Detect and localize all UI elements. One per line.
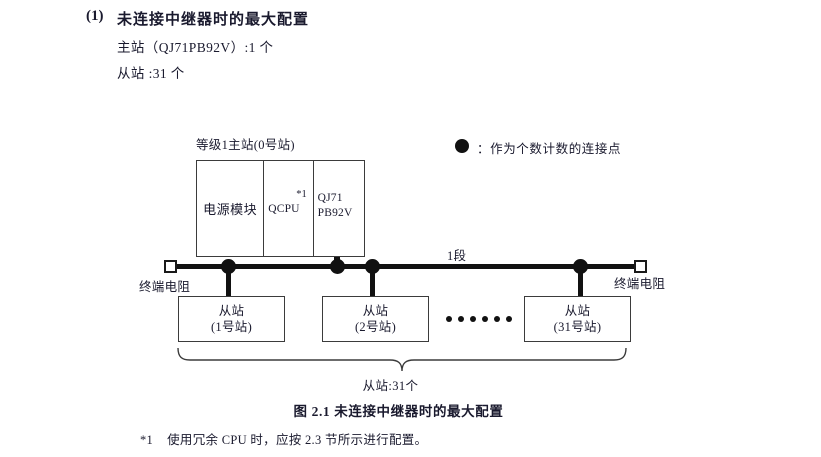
connection-node [221,259,236,274]
network-module-cell: QJ71 PB92V [314,161,364,256]
power-module-cell: 电源模块 [197,161,265,256]
cpu-footnote-mark: *1 [296,189,307,200]
ellipsis-dots-icon [446,316,512,322]
connection-node [365,259,380,274]
slave-range-brace [174,347,630,377]
slave-drop-line [226,268,231,297]
network-module-label: QJ71 PB92V [318,191,353,221]
slave-station-box: 从站 (2号站) [322,296,429,342]
terminator-right-label: 终端电阻 [614,277,666,291]
footnote: *1 使用冗余 CPU 时，应按 2.3 节所示进行配置。 [140,429,427,448]
slave-station-box: 从站 (1号站) [178,296,285,342]
master-station-rack: 电源模块 *1 QCPU QJ71 PB92V [196,160,365,257]
network-module-label-line1: QJ71 [317,192,343,204]
footnote-text: 使用冗余 CPU 时，应按 2.3 节所示进行配置。 [167,433,428,447]
terminator-left-label: 终端电阻 [139,280,191,294]
page-title: 未连接中继器时的最大配置 [117,12,310,28]
heading-number: (1) [86,8,104,24]
slave-range-label: 从站:31个 [0,375,821,394]
slave-station-number: (1号站) [210,320,253,334]
legend-label: ：作为个数计数的连接点 [477,142,622,156]
power-module-label: 电源模块 [203,202,258,217]
slave-range-label-text: 从站:31个 [362,379,419,393]
bus-trunk-line [170,264,642,269]
slave-station-number: (31号站) [553,320,602,334]
terminator-left-icon [164,260,177,273]
slave-station-count: 从站 :31 个 [117,66,185,81]
master-station-count: 主站（QJ71PB92V）:1 个 [117,40,274,55]
master-station-caption: 等级1主站(0号站) [196,138,295,152]
terminator-right-icon [634,260,647,273]
slave-station-box: 从站 (31号站) [524,296,631,342]
slave-station-number: (2号站) [354,320,397,334]
network-module-label-line2: PB92V [317,207,353,219]
connection-node [330,259,345,274]
slave-drop-line [578,268,583,297]
connection-node [573,259,588,274]
figure-caption-text: 图 2.1 未连接中继器时的最大配置 [293,404,504,419]
cpu-module-cell: *1 QCPU [264,161,314,256]
footnote-mark: *1 [140,433,154,447]
figure-caption: 图 2.1 未连接中继器时的最大配置 [0,400,821,420]
segment-label: 1段 [447,249,467,263]
slave-station-title: 从站 [218,304,245,318]
cpu-module-label: QCPU [268,203,300,215]
slave-drop-line [370,268,375,297]
filled-circle-icon [455,139,469,153]
slave-station-title: 从站 [564,304,591,318]
slave-station-title: 从站 [362,304,389,318]
